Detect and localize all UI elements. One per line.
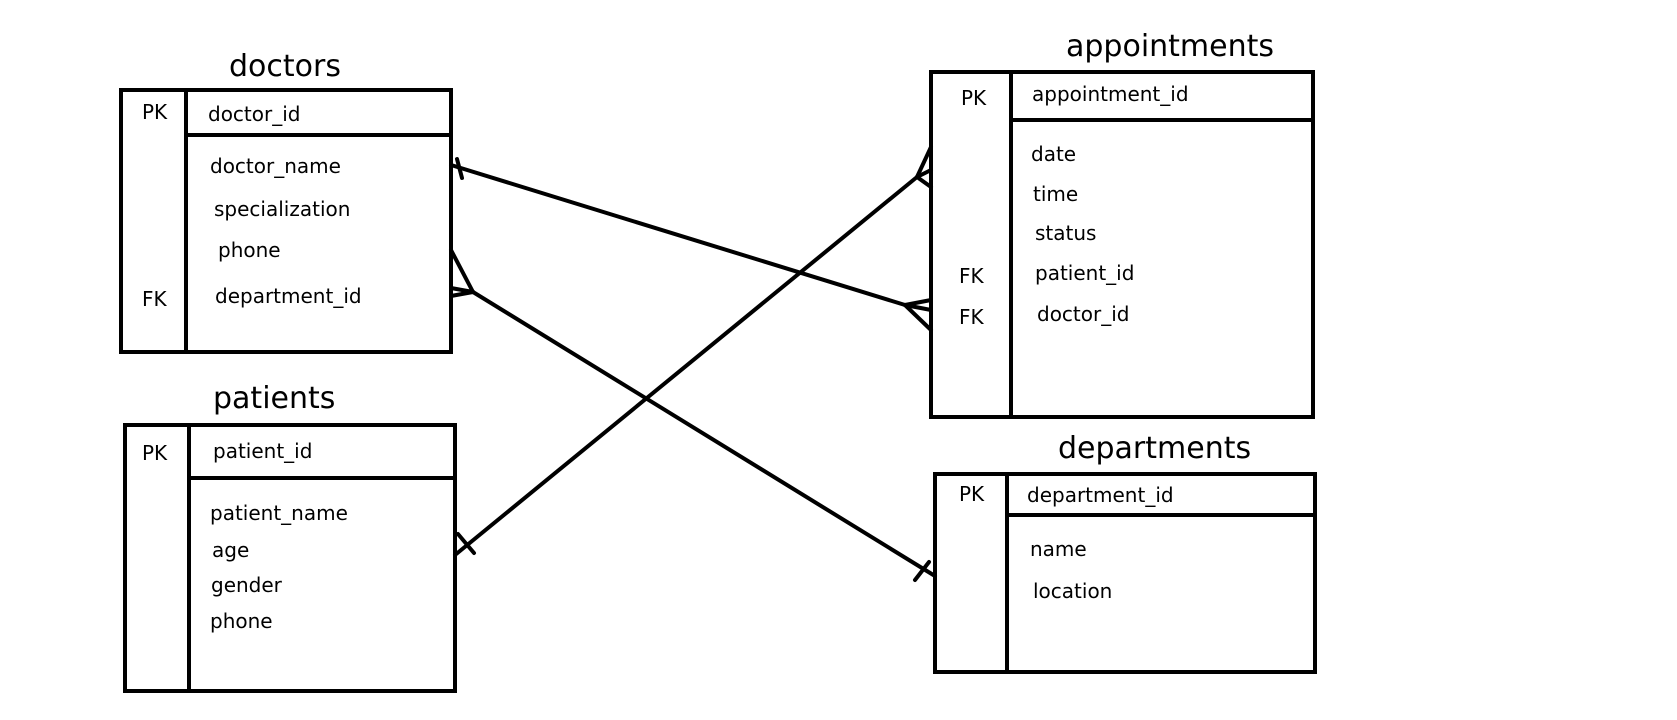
crow-foot-lower: [903, 303, 933, 332]
crow-foot-upper: [449, 248, 475, 294]
doctors-pk-field: doctor_id: [208, 102, 301, 126]
relationship-doctors-appointments: [449, 157, 933, 332]
relationship-line: [449, 163, 907, 307]
relationship-patients-appointments: [453, 145, 933, 557]
crow-foot-middle: [915, 168, 933, 179]
doctors-table: [119, 88, 453, 354]
doctors-table-border: [119, 88, 453, 354]
crow-foot-lower: [915, 175, 933, 189]
patients-table-border: [123, 423, 457, 693]
crow-foot-upper: [915, 145, 933, 179]
patients-table: [123, 423, 457, 693]
patients-field-age: age: [212, 538, 250, 562]
doctors-field-specialization: specialization: [214, 197, 351, 221]
appointments-pk-marker: PK: [961, 86, 987, 110]
departments-pk-marker: PK: [959, 482, 985, 506]
appointments-pk-field: appointment_id: [1032, 82, 1189, 106]
appointments-field-status: status: [1035, 221, 1097, 245]
departments-table-title: departments: [1058, 431, 1252, 466]
departments-field-location: location: [1033, 579, 1113, 603]
relationship-departments-doctors: [449, 248, 937, 582]
appointments-table-border: [929, 70, 1315, 419]
doctors-field-department-id: department_id: [215, 284, 362, 308]
departments-field-name: name: [1030, 537, 1087, 561]
patients-table-title: patients: [213, 381, 336, 416]
one-marker: [456, 532, 476, 555]
patients-field-phone: phone: [210, 609, 273, 633]
one-marker: [913, 560, 931, 582]
departments-table-border: [933, 472, 1317, 674]
doctors-field-doctor-name: doctor_name: [210, 154, 341, 178]
appointments-fk-marker-patient: FK: [959, 264, 984, 288]
appointments-field-time: time: [1033, 182, 1079, 206]
appointments-fk-marker-doctor: FK: [959, 305, 984, 329]
appointments-field-doctor-id: doctor_id: [1037, 302, 1130, 326]
doctors-pk-marker: PK: [142, 100, 168, 124]
appointments-field-date: date: [1031, 142, 1077, 166]
crow-foot-lower: [449, 290, 475, 298]
departments-table: [933, 472, 1317, 674]
appointments-table-title: appointments: [1066, 29, 1275, 64]
one-marker: [455, 157, 464, 180]
doctors-fk-marker: FK: [142, 287, 167, 311]
patients-field-patient-name: patient_name: [210, 501, 348, 525]
patients-pk-field: patient_id: [213, 439, 313, 463]
appointments-table: [929, 70, 1315, 419]
crow-foot-middle: [903, 303, 933, 312]
doctors-field-phone: phone: [218, 238, 281, 262]
relationship-line: [471, 290, 937, 578]
departments-pk-field: department_id: [1027, 483, 1174, 507]
patients-pk-marker: PK: [142, 441, 168, 465]
appointments-field-patient-id: patient_id: [1035, 261, 1135, 285]
patients-field-gender: gender: [211, 573, 282, 597]
relationship-line: [453, 175, 919, 557]
doctors-table-title: doctors: [229, 49, 341, 84]
